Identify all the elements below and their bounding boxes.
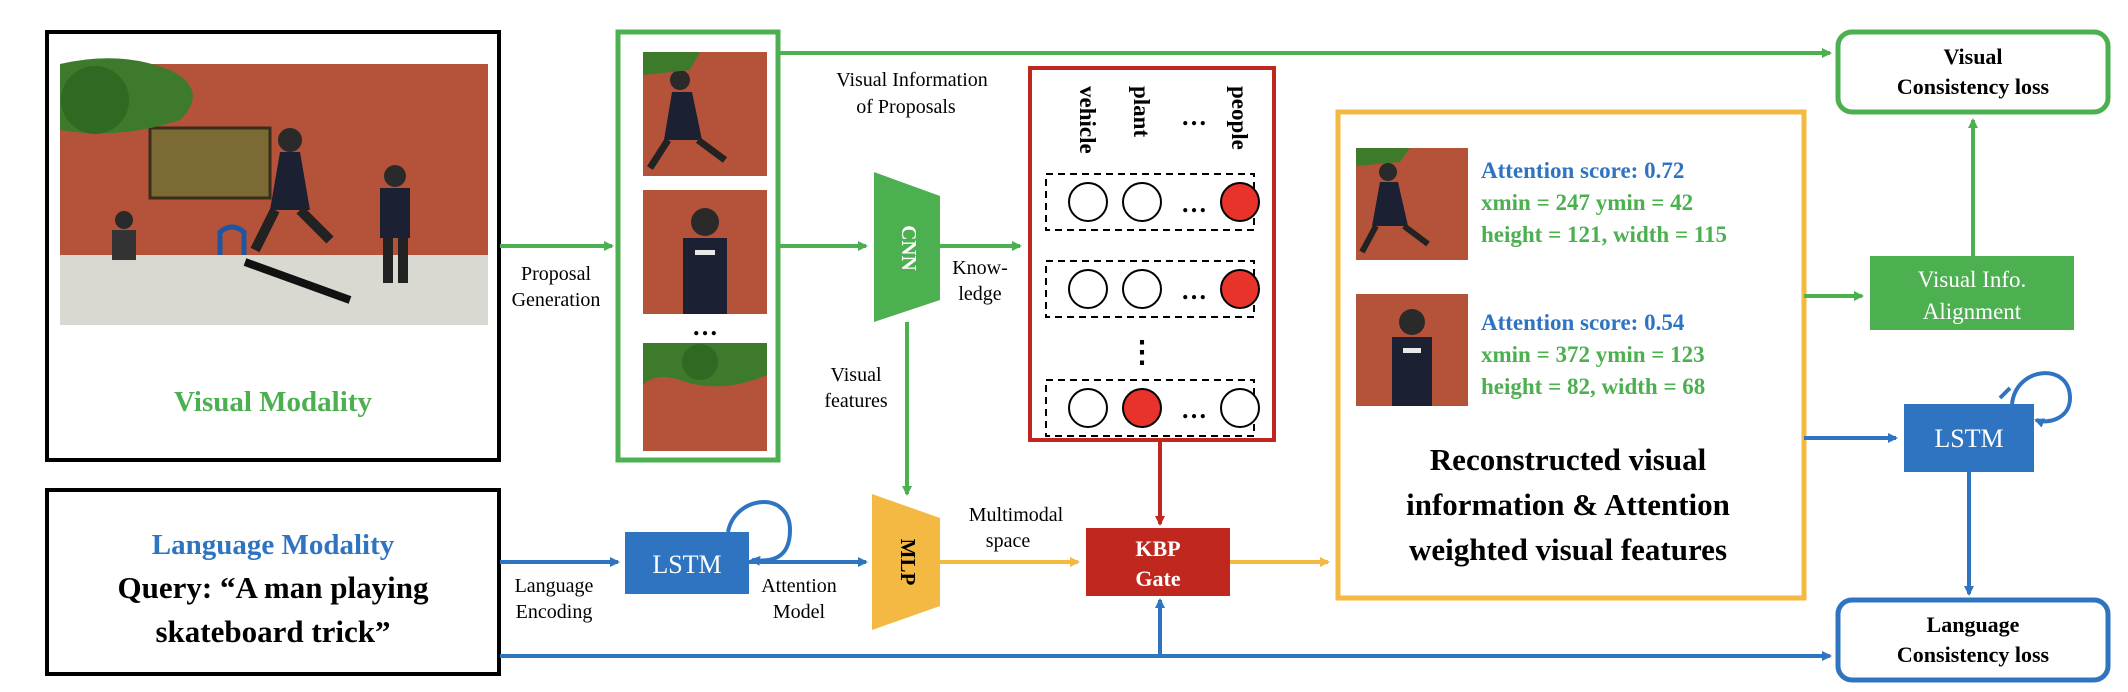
- knowledge-node: [1068, 182, 1108, 222]
- lstm-left-label: LSTM: [652, 550, 721, 579]
- visual-consistency-label-1: Visual: [1943, 44, 2002, 69]
- query-line-2: skateboard trick”: [155, 614, 390, 649]
- query-line-1: Query: “A man playing: [118, 570, 429, 605]
- lstm-left-recurrent-loop: [726, 500, 793, 566]
- knowledge-node-active: [1220, 182, 1260, 222]
- kbp-gate-label-1: KBP: [1135, 536, 1180, 561]
- language-encoding-label-1: Language: [515, 575, 594, 597]
- category-label: …: [1181, 102, 1207, 131]
- reconstruction-caption-1: Reconstructed visual: [1430, 442, 1707, 477]
- knowledge-row: …: [1045, 173, 1260, 231]
- lstm-right-recurrent-loop: [2010, 371, 2073, 428]
- proposal-thumbnail-1: [643, 52, 767, 176]
- language-consistency-loss-box: Language Consistency loss: [1835, 597, 2111, 683]
- knowledge-row-ellipsis: …: [1181, 395, 1207, 424]
- language-consistency-label-1: Language: [1927, 612, 2020, 637]
- attention-coords-text: xmin = 247 ymin = 42: [1481, 190, 1693, 215]
- lstm-left-block: LSTM: [625, 500, 793, 594]
- knowledge-node: [1122, 182, 1162, 222]
- proposal-thumbnail-2: [643, 190, 767, 314]
- reconstruction-caption-2: information & Attention: [1406, 487, 1730, 522]
- language-modality-box: Language Modality Query: “A man playing …: [45, 488, 501, 676]
- knowledge-node-active: [1220, 269, 1260, 309]
- mlp-block: MLP: [872, 494, 940, 630]
- lstm-right-loop-entry: [1998, 386, 2012, 400]
- recon-thumbnail-2: [1356, 294, 1468, 406]
- proposals-box: …: [615, 29, 781, 463]
- visual-consistency-label-2: Consistency loss: [1897, 74, 2050, 99]
- category-label: plant: [1129, 86, 1154, 137]
- attention-size-text: height = 121, width = 115: [1481, 222, 1727, 247]
- recon-thumbnail-1: [1356, 148, 1468, 260]
- knowledge-row-ellipsis: …: [1181, 189, 1207, 218]
- proposal-generation-label-2: Generation: [512, 289, 601, 311]
- language-modality-title: Language Modality: [152, 529, 395, 561]
- attention-score-text: Attention score: 0.54: [1481, 310, 1685, 335]
- visual-info-proposals-label-2: of Proposals: [856, 96, 956, 118]
- knowledge-node-active: [1122, 388, 1162, 428]
- visual-modality-label: Visual Modality: [174, 386, 372, 418]
- attention-size-text: height = 82, width = 68: [1481, 374, 1705, 399]
- knowledge-vertical-ellipsis: ⋮: [1127, 336, 1157, 369]
- knowledge-row: …: [1045, 379, 1260, 437]
- proposal-generation-label-1: Proposal: [521, 263, 591, 285]
- attention-model-label-1: Attention: [761, 575, 837, 597]
- category-label: vehicle: [1075, 86, 1100, 154]
- visual-info-proposals-label-1: Visual Information: [836, 69, 988, 91]
- reconstruction-box: Attention score: 0.72 xmin = 247 ymin = 4…: [1335, 109, 1807, 601]
- knowledge-node: [1068, 269, 1108, 309]
- knowledge-node: [1220, 388, 1260, 428]
- category-label: people: [1227, 86, 1252, 150]
- cnn-block: CNN: [874, 172, 940, 322]
- kbp-gate-block: KBP Gate: [1086, 528, 1230, 596]
- kbp-gate-label-2: Gate: [1135, 566, 1180, 591]
- language-encoding-label-2: Encoding: [516, 601, 593, 623]
- visual-modality-box: Visual Modality: [45, 30, 501, 462]
- reconstruction-caption-3: weighted visual features: [1409, 532, 1727, 567]
- multimodal-label-1: Multimodal: [969, 504, 1064, 526]
- knowledge-row: …: [1045, 260, 1260, 318]
- proposals-ellipsis: …: [692, 312, 718, 341]
- lstm-right-block: LSTM: [1904, 371, 2073, 472]
- knowledge-node: [1122, 269, 1162, 309]
- visual-features-label-1: Visual: [830, 364, 881, 386]
- knowledge-label-1: Know-: [952, 257, 1008, 279]
- knowledge-row-ellipsis: …: [1181, 276, 1207, 305]
- proposal-thumbnail-3: [643, 343, 767, 451]
- visual-info-alignment-label-2: Alignment: [1923, 299, 2022, 324]
- attention-score-text: Attention score: 0.72: [1481, 158, 1684, 183]
- visual-info-alignment-block: Visual Info. Alignment: [1870, 256, 2074, 330]
- skateboard-photo: [60, 58, 488, 325]
- attention-model-label-2: Model: [773, 601, 826, 623]
- multimodal-label-2: space: [986, 530, 1031, 552]
- visual-features-label-2: features: [824, 390, 888, 412]
- mlp-label: MLP: [896, 539, 920, 586]
- lstm-right-label: LSTM: [1934, 424, 2003, 453]
- knowledge-node: [1068, 388, 1108, 428]
- visual-consistency-loss-box: Visual Consistency loss: [1835, 29, 2111, 115]
- knowledge-label-2: ledge: [958, 283, 1001, 305]
- language-consistency-label-2: Consistency loss: [1897, 642, 2050, 667]
- attention-coords-text: xmin = 372 ymin = 123: [1481, 342, 1705, 367]
- knowledge-panel: vehicle plant … people … … … ⋮: [1028, 66, 1276, 442]
- visual-info-alignment-label-1: Visual Info.: [1918, 267, 2027, 292]
- cnn-label: CNN: [897, 225, 921, 271]
